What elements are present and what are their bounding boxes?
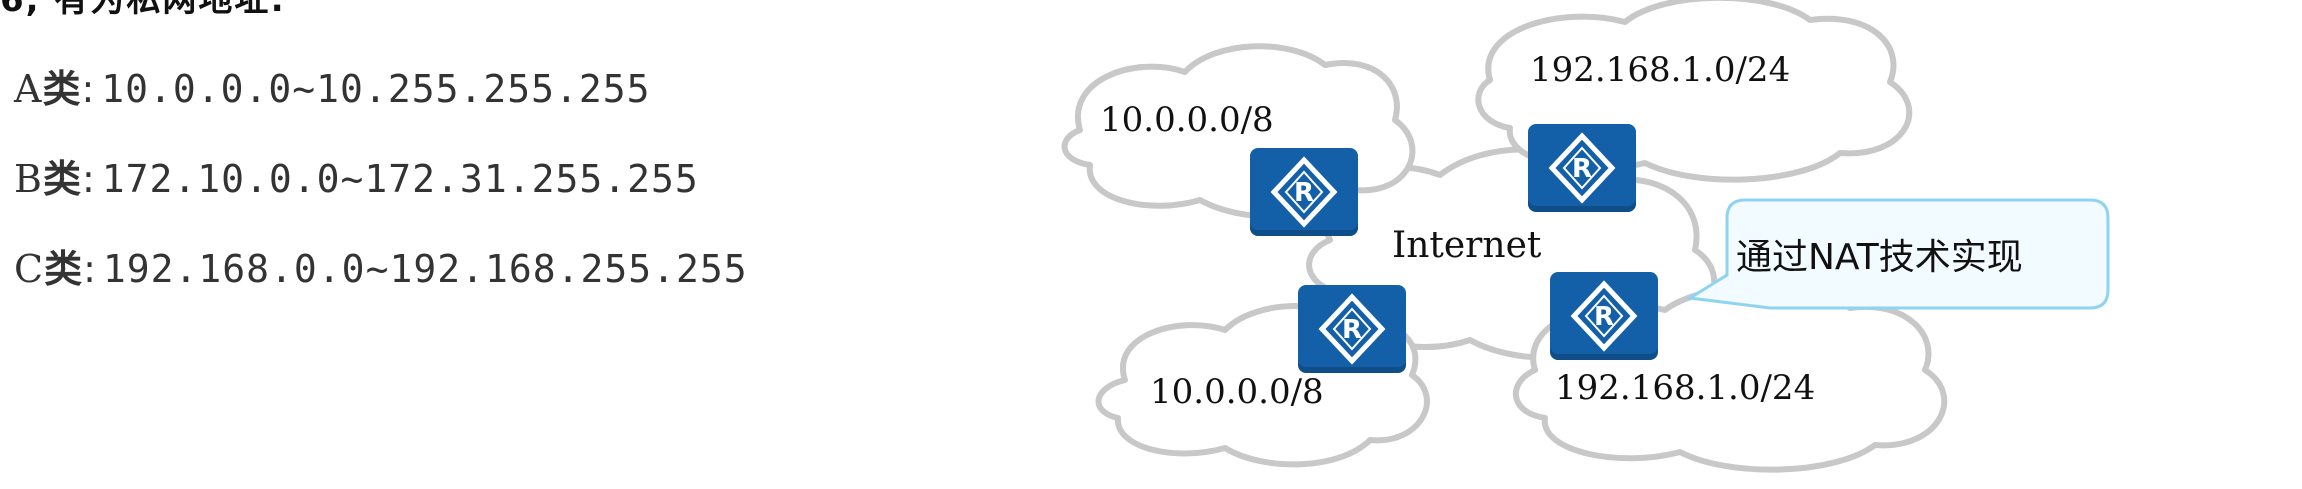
router-icon: R: [1528, 124, 1636, 212]
separator: :: [81, 157, 96, 201]
class-letter: B: [14, 157, 43, 201]
router-glyph: R: [1570, 280, 1638, 352]
class-suffix: 类: [44, 247, 84, 291]
router-glyph: R: [1270, 156, 1338, 228]
router-letter: R: [1572, 154, 1592, 184]
cloud-label-top-right: 192.168.1.0/24: [1530, 50, 1791, 90]
ip-range: 172.10.0.0~172.31.255.255: [101, 157, 699, 201]
router-glyph: R: [1548, 132, 1616, 204]
router-glyph: R: [1318, 293, 1386, 365]
class-letter: C: [14, 247, 45, 291]
router-icon: R: [1550, 272, 1658, 360]
heading-fragment: 6, 有为私网地址:: [0, 0, 287, 20]
nat-callout-text: 通过NAT技术实现: [1736, 237, 2023, 278]
router-letter: R: [1342, 315, 1362, 345]
callout-bubble: [1685, 198, 2110, 310]
router-letter: R: [1294, 178, 1314, 208]
internet-label: Internet: [1392, 225, 1542, 266]
class-suffix: 类: [42, 67, 82, 111]
class-c-range: C类:192.168.0.0~192.168.255.255: [14, 238, 748, 293]
separator: :: [81, 67, 96, 111]
ip-range: 192.168.0.0~192.168.255.255: [102, 247, 748, 291]
class-a-range: A类:10.0.0.0~10.255.255.255: [14, 58, 650, 113]
router-letter: R: [1594, 302, 1614, 332]
separator: :: [83, 247, 97, 291]
ip-range: 10.0.0.0~10.255.255.255: [101, 67, 651, 111]
router-icon: R: [1298, 285, 1406, 373]
cloud-label-top-left: 10.0.0.0/8: [1100, 100, 1274, 140]
class-b-range: B类:172.10.0.0~172.31.255.255: [14, 148, 699, 203]
class-suffix: 类: [42, 157, 82, 201]
class-letter: A: [14, 67, 43, 111]
router-icon: R: [1250, 148, 1358, 236]
cloud-label-bottom-right: 192.168.1.0/24: [1555, 368, 1816, 408]
cloud-label-bottom-left: 10.0.0.0/8: [1150, 372, 1324, 412]
